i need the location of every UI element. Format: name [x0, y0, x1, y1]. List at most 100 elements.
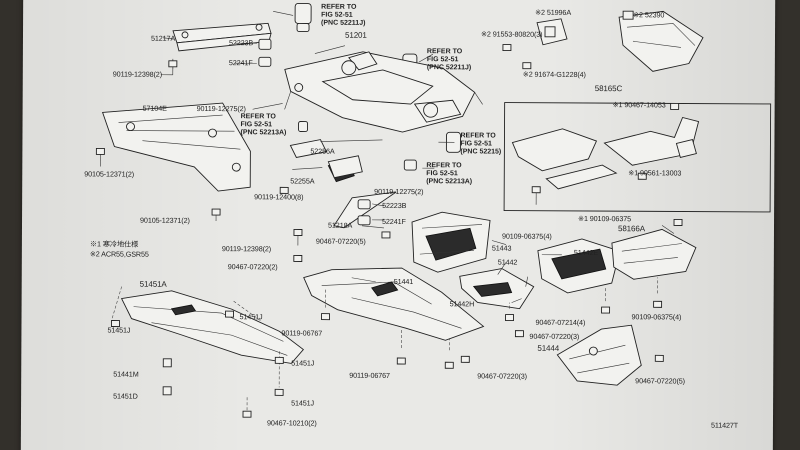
part-label-51443: 51443 [491, 243, 512, 253]
bolt-91674 [522, 62, 532, 70]
cover-51444-drawing [556, 324, 642, 386]
bolt-label-90467-07220-2a: 90467-07220(2) [227, 262, 278, 272]
part-label-51451A: 51451A [139, 279, 167, 289]
refer-note-5: REFER TO FIG 52-51 (PNC 52213A) [426, 162, 473, 186]
bolt-58165C-d [673, 218, 683, 226]
part-label-52390: ※2 52390 [633, 10, 665, 20]
bolt-cover-51443 [381, 231, 391, 239]
bolt-label-90467-10210: 90467-10210(2) [266, 418, 317, 428]
bolt-label-91553-80820: ※2 91553-80820(3) [480, 29, 543, 39]
part-label-51451J-b: 51451J [107, 325, 131, 335]
bolt-label-91674-G1228: ※2 91674-G1228(4) [522, 69, 586, 79]
part-label-51442E: 51442E [573, 247, 599, 258]
bolt-51444 [654, 354, 664, 362]
bolt-undercover-c [444, 338, 454, 369]
bolt-top-left [168, 60, 178, 75]
bolt-label-90467-07220-5b: 90467-07220(5) [635, 376, 685, 386]
part-label-51217A: 51217A [150, 33, 176, 43]
part-label-51201: 51201 [344, 30, 367, 40]
part-label-51442: 51442 [497, 257, 518, 267]
part-label-51451J-d: 51451J [291, 398, 315, 408]
bolt-label-90467-07220-3a: 90467-07220(3) [529, 331, 580, 341]
part-label-52241F-mid: 52241F [382, 216, 406, 227]
bolt-undercover-a [321, 287, 330, 321]
bolt-51451A-b [111, 320, 120, 327]
cover-58165C-drawing [511, 116, 700, 190]
bolt-58165C-c [531, 186, 541, 205]
clip-51441M [162, 358, 172, 368]
part-label-51451D: 51451D [113, 391, 138, 401]
clip-51451D [162, 386, 172, 396]
bolt-mid-left [293, 229, 303, 246]
bolt-label-90119-12398: 90119-12398(2) [112, 69, 163, 79]
bolt-label-90119-12275-b: 90119-12275(2) [374, 186, 424, 197]
bolt-52255A [279, 186, 289, 194]
bar-51218A-drawing [333, 191, 397, 229]
bushing-52223B-top-drawing [258, 38, 272, 67]
bolt-subframe-a [298, 121, 308, 132]
bolt-58165C-b [637, 172, 647, 180]
bracket-52255A-drawing [327, 155, 363, 179]
plate-51442-drawing [459, 268, 535, 310]
bolt-51451A-d [274, 388, 284, 396]
bolt-undercover-b [396, 330, 406, 365]
bolt-label-90467-07220-5a: 90467-07220(5) [315, 236, 366, 246]
bolt-label-90467-14053: ※1 90467-14053 [612, 100, 666, 110]
bolt-51442E [601, 287, 611, 314]
part-label-52223B-mid: 52223B [382, 200, 407, 211]
bolt-51442-c [514, 330, 524, 338]
bolt-90467-10210 [242, 397, 252, 418]
part-label-58166A: 58166A [617, 224, 646, 234]
bolt-label-90119-06767-b: 90119-06767 [349, 370, 390, 380]
part-label-51441M: 51441M [113, 369, 139, 379]
part-label-51441: 51441 [393, 276, 414, 287]
bolt-label-90119-12275-a: 90119-12275(2) [196, 103, 246, 114]
bolt-mid-left-2 [293, 255, 303, 262]
bracket-51217A-drawing [172, 22, 272, 52]
bracket-51996A-drawing [536, 18, 568, 46]
bolt-label-90561-13003: ※1 90561-13003 [628, 168, 682, 178]
bolt-51442H [505, 302, 514, 322]
undercover-51441-drawing [303, 267, 485, 341]
bolt-label-90109-06375-4a: 90109-06375(4) [501, 231, 552, 241]
bolt-51451A-c [274, 356, 284, 364]
bolt-label-90109-06375-4b: 90109-06375(4) [631, 312, 682, 322]
bolt-label-90109-06375: ※1 90109-06375 [578, 213, 632, 224]
bolt-label-90119-06767-a: 90119-06767 [281, 328, 323, 338]
refer-note-3: REFER TO FIG 52-51 (PNC 52213A) [240, 113, 287, 137]
bushing-top-drawing [294, 3, 312, 32]
part-label-58165C: 58165C [594, 84, 623, 94]
bolt-label-90119-12400: 90119-12400(8) [254, 192, 304, 202]
part-label-52255A: 52255A [290, 176, 315, 186]
bolt-label-90467-07214: 90467-07214(4) [535, 317, 586, 327]
note-2: ※2 ACR55,GSR55 [89, 249, 149, 259]
part-label-51442H: 51442H [449, 299, 475, 309]
part-label-51996A: ※2 51996A [535, 7, 572, 17]
bolt-label-90119-12398-mid: 90119-12398(2) [221, 244, 272, 254]
bolt-51442-d [460, 355, 470, 363]
cover-51442E-drawing [537, 238, 621, 294]
refer-note-1: REFER TO FIG 52-51 (PNC 52211J) [321, 3, 366, 27]
bolt-57104E-a [95, 147, 105, 167]
parts-diagram-sheet: 51217A 52223B 52241F 90119-12398(2) 5710… [20, 0, 776, 450]
bolt-label-90105-12371-b: 90105-12371(2) [140, 215, 190, 225]
bolt-label-90467-07220-3b: 90467-07220(3) [477, 371, 528, 381]
bolt-51451A-a [225, 310, 235, 318]
cover-58166A-drawing [611, 228, 697, 280]
bolt-58166A [653, 277, 663, 308]
refer-note-2: REFER TO FIG 52-51 (PNC 52211J) [426, 48, 472, 72]
bolt-label-90105-12371-a: 90105-12371(2) [84, 169, 135, 179]
subframe-51201-drawing [284, 51, 483, 133]
document-code: 511427T [710, 420, 739, 430]
detail-box-58165C [503, 102, 772, 213]
part-label-52241F: 52241F [228, 58, 253, 68]
bracket-52390-drawing [618, 10, 704, 72]
part-label-52256A: 52256A [310, 146, 335, 156]
part-label-52223B: 52223B [228, 38, 254, 48]
bolt-57104E-b [211, 208, 221, 222]
undercover-51451A-drawing [120, 290, 305, 364]
cover-51443-drawing [411, 211, 491, 273]
note-1: ※1 寒冷地仕様 [89, 239, 139, 249]
parts-drawing [95, 3, 772, 418]
